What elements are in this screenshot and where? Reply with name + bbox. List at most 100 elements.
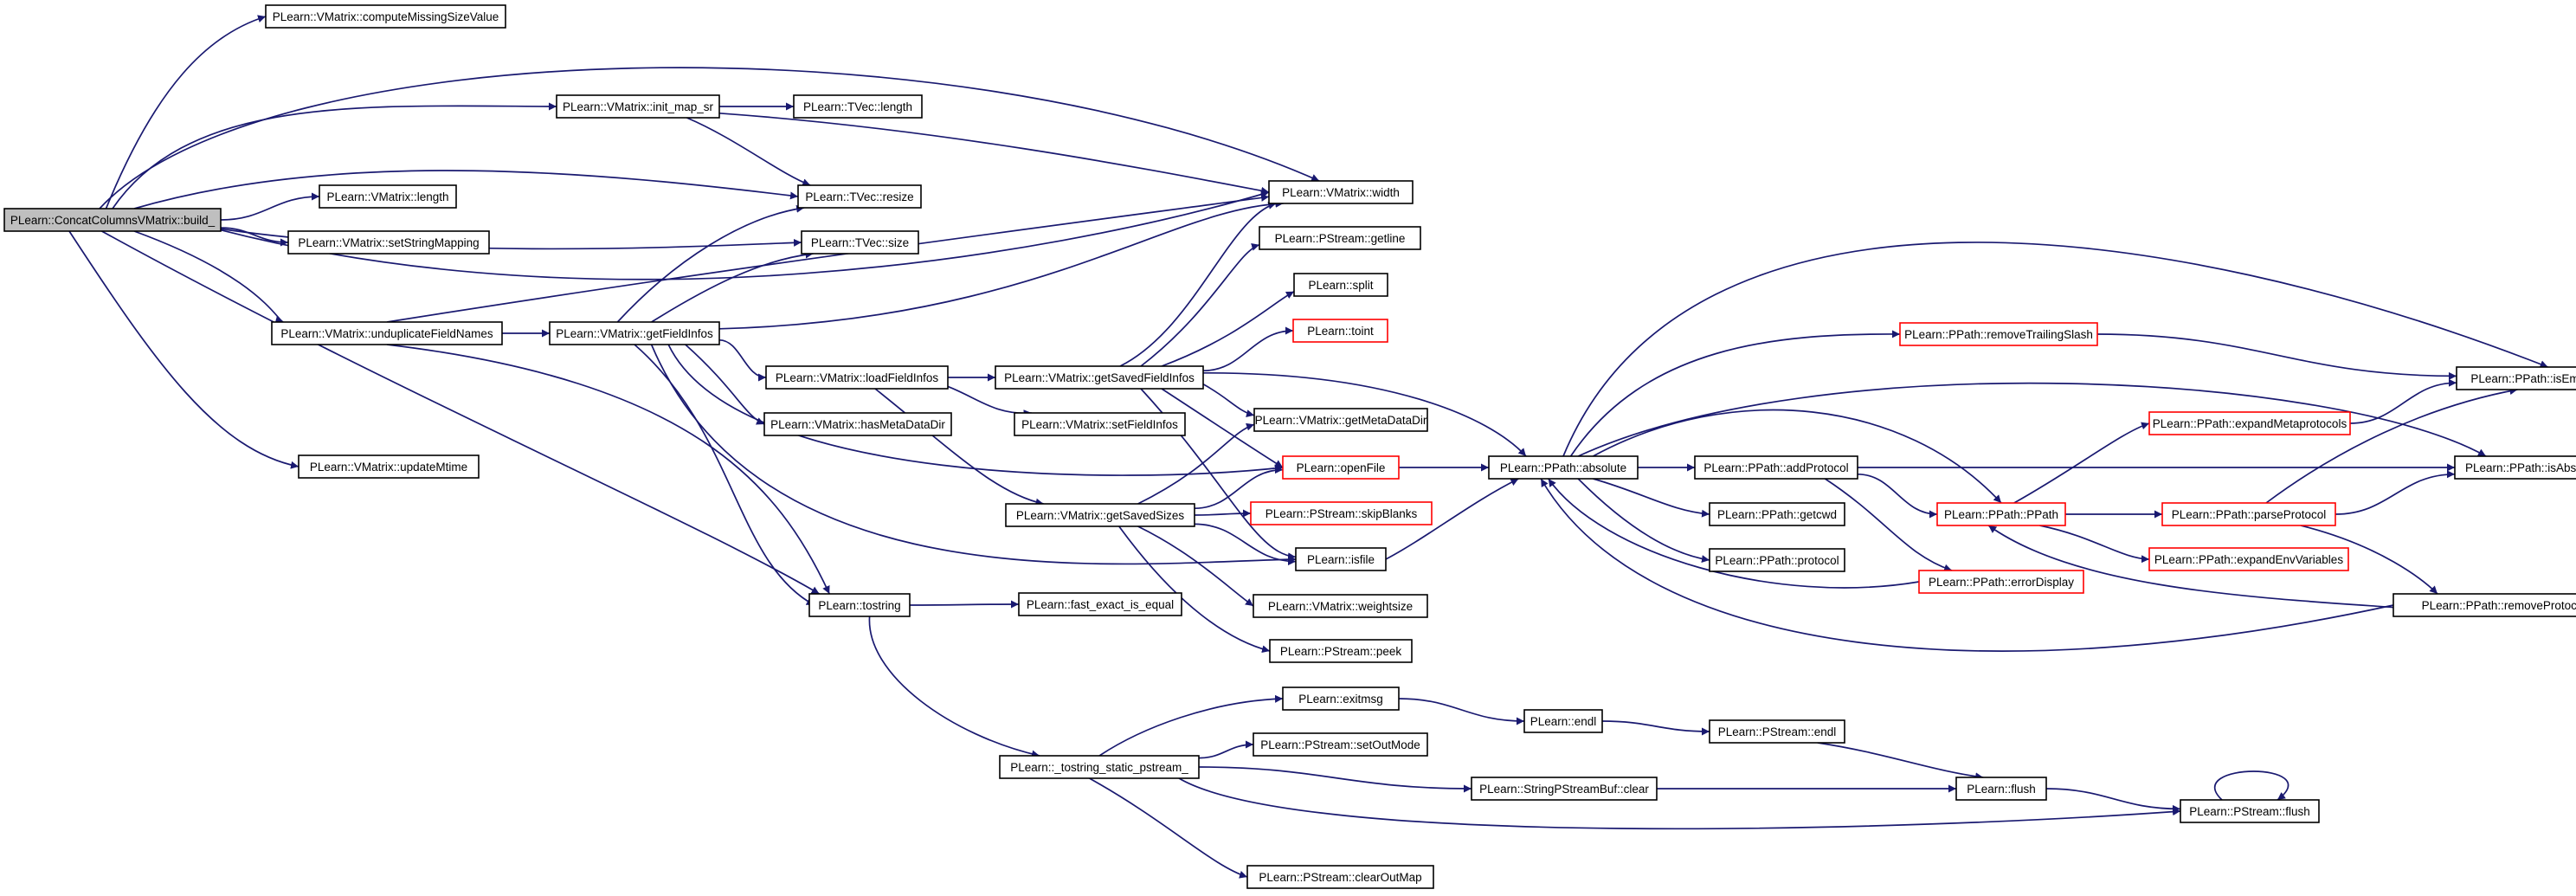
node-label: PLearn::PPath::expandMetaprotocols xyxy=(2153,417,2347,430)
node-label: PLearn::TVec::length xyxy=(803,100,912,113)
node-box xyxy=(1282,687,1400,711)
edge-build-tostring xyxy=(101,230,821,595)
node-fast_exact_is_equal[interactable]: PLearn::fast_exact_is_equal xyxy=(1018,592,1182,616)
node-expandEnvVariables[interactable]: PLearn::PPath::expandEnvVariables xyxy=(2148,547,2349,571)
node-protocol[interactable]: PLearn::PPath::protocol xyxy=(1709,548,1845,572)
node-tostring_static[interactable]: PLearn::_tostring_static_pstream_ xyxy=(999,755,1200,779)
node-toint[interactable]: PLearn::toint xyxy=(1292,319,1388,343)
node-label: PLearn::_tostring_static_pstream_ xyxy=(1010,761,1188,774)
node-unduplicateFieldNames[interactable]: PLearn::VMatrix::unduplicateFieldNames xyxy=(271,321,503,345)
node-label: PLearn::VMatrix::width xyxy=(1282,186,1400,199)
node-isAbsPath[interactable]: PLearn::PPath::isAbsPath xyxy=(2454,455,2576,480)
node-expandMetaprotocols[interactable]: PLearn::PPath::expandMetaprotocols xyxy=(2148,411,2351,435)
edge-getFieldInfos-isfile xyxy=(650,344,1297,565)
node-getcwd[interactable]: PLearn::PPath::getcwd xyxy=(1709,502,1845,526)
node-box xyxy=(319,184,457,209)
edge-getFieldInfos-hasMetaDataDir xyxy=(685,344,765,425)
node-computeMissingSizeValue[interactable]: PLearn::VMatrix::computeMissingSizeValue xyxy=(265,4,506,29)
edge-removeProtocol-ppath-back xyxy=(1987,525,2394,609)
node-weightsize[interactable]: PLearn::VMatrix::weightsize xyxy=(1253,594,1428,618)
node-removeProtocol[interactable]: PLearn::PPath::removeProtocol xyxy=(2392,593,2576,617)
node-label: PLearn::VMatrix::getSavedSizes xyxy=(1016,509,1185,522)
node-flush[interactable]: PLearn::flush xyxy=(1955,777,2047,801)
edge-build-vm_length xyxy=(220,192,320,221)
node-getFieldInfos[interactable]: PLearn::VMatrix::getFieldInfos xyxy=(549,321,720,345)
node-peek[interactable]: PLearn::PStream::peek xyxy=(1269,639,1413,663)
edge-getFieldInfos-tostring xyxy=(634,344,815,606)
node-box xyxy=(271,321,503,345)
node-label: PLearn::PStream::endl xyxy=(1718,725,1837,738)
node-label: PLearn::endl xyxy=(1530,715,1597,728)
node-removeTrailingSlash[interactable]: PLearn::PPath::removeTrailingSlash xyxy=(1899,322,2098,346)
node-tostring[interactable]: PLearn::tostring xyxy=(808,593,911,617)
node-setFieldInfos[interactable]: PLearn::VMatrix::setFieldInfos xyxy=(1014,412,1186,436)
node-pstream_flush[interactable]: PLearn::PStream::flush xyxy=(2180,799,2320,823)
node-loadFieldInfos[interactable]: PLearn::VMatrix::loadFieldInfos xyxy=(765,365,949,390)
edge-getFieldInfos-tvec_resize xyxy=(616,204,805,323)
node-clearOutMap[interactable]: PLearn::PStream::clearOutMap xyxy=(1246,865,1434,889)
node-box xyxy=(2180,799,2320,823)
node-addProtocol[interactable]: PLearn::PPath::addProtocol xyxy=(1694,455,1858,480)
edge-getSavedFieldInfos-toint xyxy=(1202,326,1294,372)
node-label: PLearn::PStream::clearOutMap xyxy=(1259,871,1421,884)
node-getSavedSizes[interactable]: PLearn::VMatrix::getSavedSizes xyxy=(1005,503,1195,527)
node-absolute[interactable]: PLearn::PPath::absolute xyxy=(1488,455,1639,480)
node-label: PLearn::VMatrix::setStringMapping xyxy=(298,236,479,249)
node-label: PLearn::PPath::removeTrailingSlash xyxy=(1904,328,2093,341)
node-label: PLearn::VMatrix::length xyxy=(326,190,448,203)
node-vm_length[interactable]: PLearn::VMatrix::length xyxy=(319,184,457,209)
node-label: PLearn::PPath::isAbsPath xyxy=(2465,461,2576,474)
edge-getSavedSizes-getMetaDataDir xyxy=(1137,422,1255,505)
node-label: PLearn::PPath::addProtocol xyxy=(1703,461,1848,474)
edge-getSavedFieldInfos-absolute xyxy=(1202,371,1527,457)
node-init_map_sr[interactable]: PLearn::VMatrix::init_map_sr xyxy=(556,94,720,119)
edge-parseProtocol-isEmpty xyxy=(2265,387,2518,504)
edge-build-updateMtime xyxy=(68,230,299,469)
node-build[interactable]: PLearn::ConcatColumnsVMatrix::build_ xyxy=(3,208,222,232)
node-parseProtocol[interactable]: PLearn::PPath::parseProtocol xyxy=(2161,502,2336,526)
node-box xyxy=(556,94,720,119)
node-tvec_length[interactable]: PLearn::TVec::length xyxy=(793,94,923,119)
node-errorDisplay[interactable]: PLearn::PPath::errorDisplay xyxy=(1918,570,2084,594)
node-sps_clear[interactable]: PLearn::StringPStreamBuf::clear xyxy=(1471,777,1658,801)
node-label: PLearn::VMatrix::updateMtime xyxy=(310,461,467,474)
node-box xyxy=(1488,455,1639,480)
node-getSavedFieldInfos[interactable]: PLearn::VMatrix::getSavedFieldInfos xyxy=(995,365,1204,390)
node-box xyxy=(1709,719,1845,744)
node-isfile[interactable]: PLearn::isfile xyxy=(1295,547,1387,571)
node-updateMtime[interactable]: PLearn::VMatrix::updateMtime xyxy=(298,454,480,479)
node-pstream_endl[interactable]: PLearn::PStream::endl xyxy=(1709,719,1845,744)
node-label: PLearn::PPath::parseProtocol xyxy=(2172,508,2327,521)
node-isEmpty[interactable]: PLearn::PPath::isEmpty xyxy=(2456,366,2576,390)
edge-getFieldInfos-openFile xyxy=(667,344,1284,476)
node-setOutMode[interactable]: PLearn::PStream::setOutMode xyxy=(1253,732,1428,757)
node-getMetaDataDir[interactable]: PLearn::VMatrix::getMetaDataDir xyxy=(1253,408,1428,432)
edge-getSavedSizes-isfile xyxy=(1194,523,1297,566)
node-label: PLearn::VMatrix::getMetaDataDir xyxy=(1255,414,1427,427)
node-tvec_size[interactable]: PLearn::TVec::size xyxy=(801,230,919,255)
node-hasMetaDataDir[interactable]: PLearn::VMatrix::hasMetaDataDir xyxy=(763,412,952,436)
edge-tostring_static-exitmsg xyxy=(1098,694,1284,757)
node-skipBlanks[interactable]: PLearn::PStream::skipBlanks xyxy=(1250,501,1433,525)
edge-absolute-removeProtocol-back xyxy=(1540,478,2394,652)
node-pstream_getline[interactable]: PLearn::PStream::getline xyxy=(1259,226,1421,250)
node-exitmsg[interactable]: PLearn::exitmsg xyxy=(1282,687,1400,711)
edge-unduplicateFieldNames-tostring xyxy=(386,344,830,595)
node-tvec_resize[interactable]: PLearn::TVec::resize xyxy=(797,184,922,209)
node-label: PLearn::PPath::protocol xyxy=(1715,554,1839,567)
node-ppath[interactable]: PLearn::PPath::PPath xyxy=(1936,502,2066,526)
node-box xyxy=(1295,547,1387,571)
node-endl[interactable]: PLearn::endl xyxy=(1523,709,1603,733)
node-box xyxy=(1523,709,1603,733)
node-setStringMapping[interactable]: PLearn::VMatrix::setStringMapping xyxy=(287,230,490,255)
edge-addProtocol-errorDisplay xyxy=(1824,478,1953,572)
node-vm_width[interactable]: PLearn::VMatrix::width xyxy=(1268,180,1414,204)
edge-absolute-isEmpty xyxy=(1562,242,2548,457)
node-box xyxy=(2392,593,2576,617)
node-openFile[interactable]: PLearn::openFile xyxy=(1282,455,1400,480)
edge-tostring-tostring_static xyxy=(868,616,1040,758)
node-label: PLearn::PStream::getline xyxy=(1275,232,1406,245)
edge-getSavedFieldInfos-openFile xyxy=(1161,388,1284,468)
node-split[interactable]: PLearn::split xyxy=(1293,273,1388,297)
